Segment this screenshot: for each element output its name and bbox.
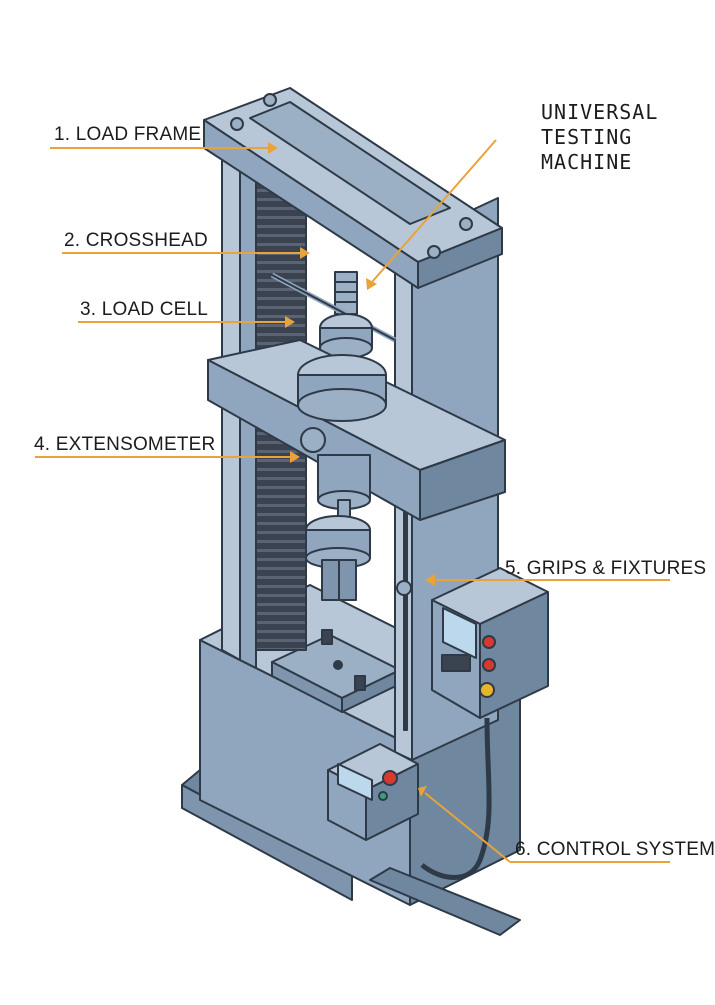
- diagram-stage: UNIVERSAL TESTING MACHINE 1. LOAD FRAME …: [34, 87, 715, 936]
- upper-control-panel: [420, 567, 549, 880]
- lower-control-panel: [327, 743, 419, 841]
- label-grips-fixtures: 5. GRIPS & FIXTURES: [505, 558, 707, 579]
- title-line-3: MACHINE: [541, 150, 633, 174]
- label-load-frame: 1. LOAD FRAME: [54, 124, 202, 145]
- machine-illustration: [35, 87, 670, 936]
- label-crosshead: 2. CROSSHEAD: [64, 230, 208, 251]
- label-load-cell: 3. LOAD CELL: [80, 299, 209, 320]
- title-line-1: UNIVERSAL: [541, 100, 659, 124]
- label-extensometer: 4. EXTENSOMETER: [34, 434, 216, 455]
- diagram-title: UNIVERSAL TESTING MACHINE: [541, 100, 658, 175]
- title-line-2: TESTING: [541, 125, 633, 149]
- top-crossbar: [203, 87, 503, 289]
- grips-assembly: [305, 454, 412, 601]
- label-control-system: 6. CONTROL SYSTEM: [515, 839, 715, 860]
- leader-title: [371, 139, 497, 283]
- load-cell-assembly: [270, 271, 397, 359]
- leader-lines: [35, 139, 670, 863]
